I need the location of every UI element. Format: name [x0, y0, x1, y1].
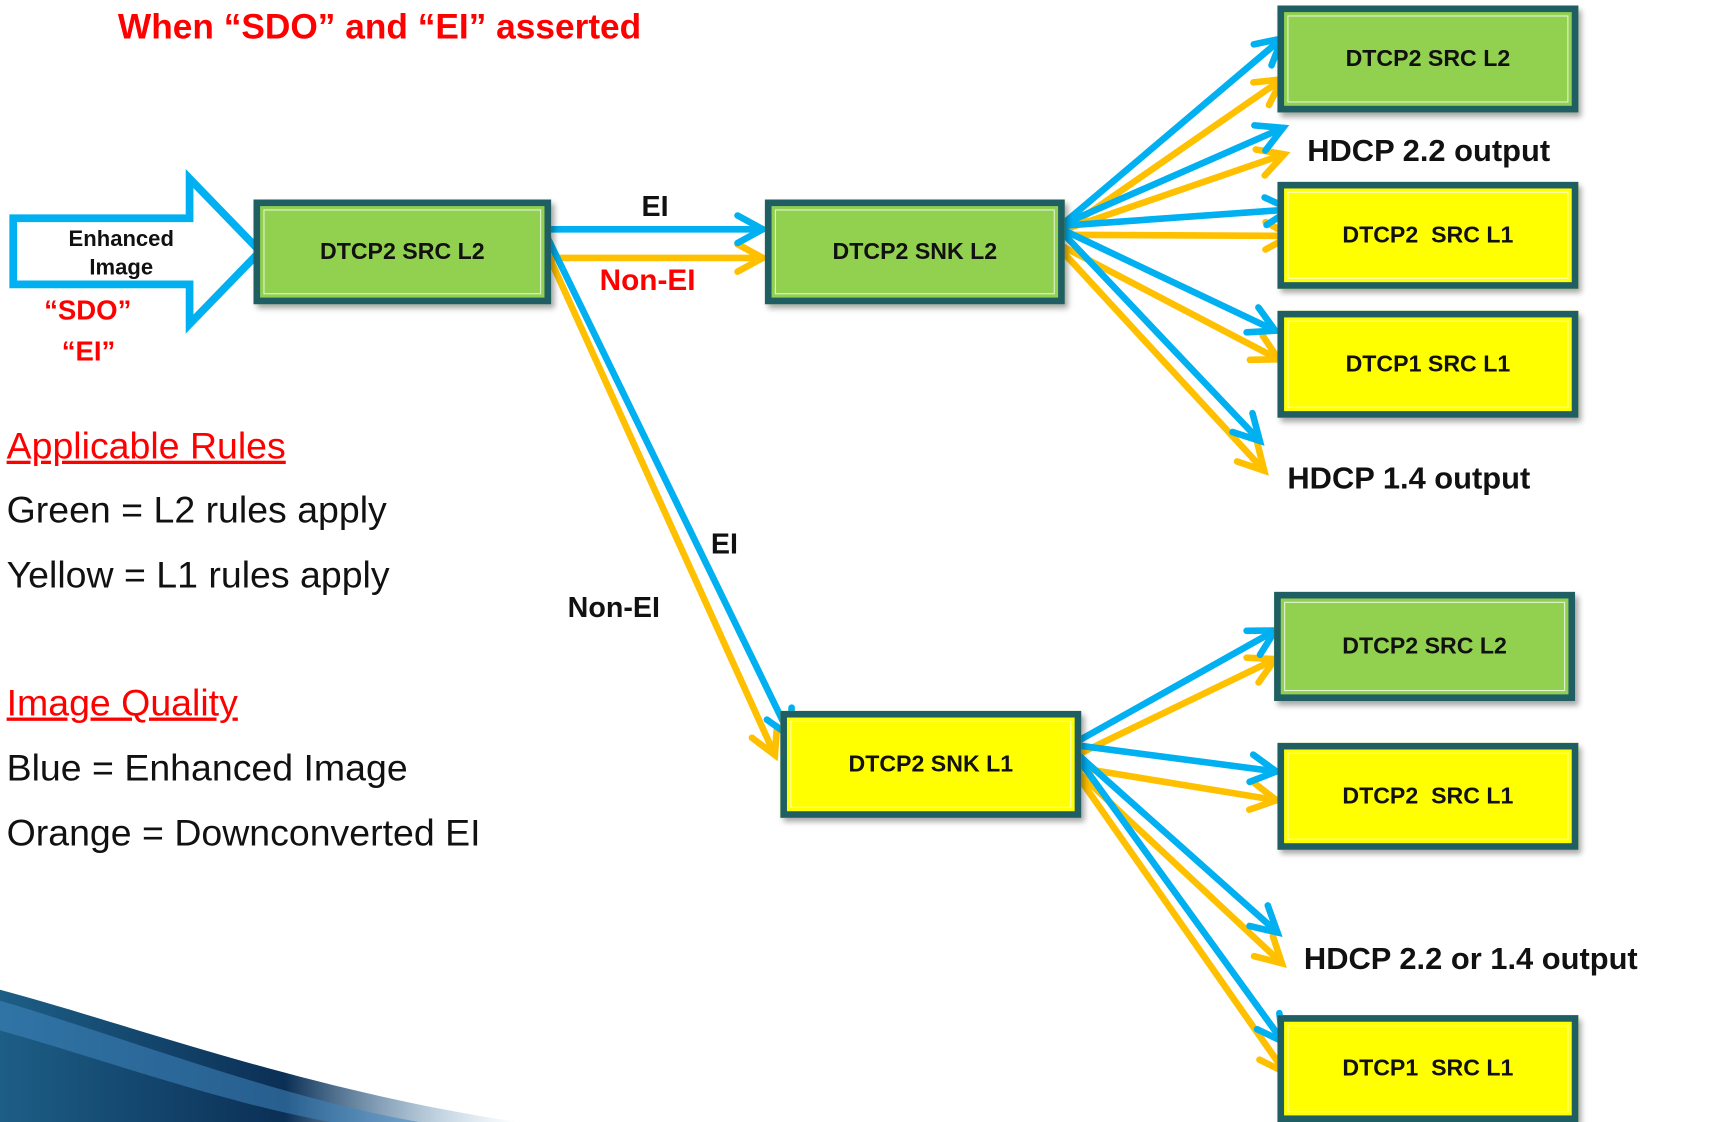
- arrow-head: [734, 240, 770, 275]
- arrow-shaft: [1055, 224, 1279, 334]
- enhanced-image-input-arrow: [9, 169, 266, 334]
- arrow-shaft: [1071, 750, 1287, 1045]
- arrow-head: [1246, 902, 1283, 938]
- box-label: DTCP1 SRC L1: [1345, 351, 1511, 377]
- box-dtcp2-snk-l1: DTCP2 SNK L1: [780, 710, 1082, 818]
- box-label: DTCP1 SRC L1: [1342, 1055, 1514, 1081]
- arrow-head: [1246, 779, 1284, 813]
- arrow-head: [1246, 751, 1284, 786]
- arrow-shaft: [1055, 124, 1287, 230]
- legend-orange: Orange = Downconverted EI: [6, 812, 481, 855]
- input-label-line1: Enhanced: [68, 227, 174, 252]
- arrow-bot-src2-l1-down: [1071, 763, 1284, 813]
- arrow-shaft: [1071, 763, 1280, 804]
- arrow-head: [1250, 932, 1287, 969]
- box-label: DTCP2 SNK L2: [832, 238, 998, 264]
- box-label: DTCP2 SNK L1: [848, 751, 1014, 777]
- input-label-line2: Image: [89, 255, 154, 280]
- legend-quality-heading: Image Quality: [6, 682, 238, 725]
- arrow-bot-src1-l1-down: [1071, 768, 1290, 1079]
- edge-label-nonei-diag: Non-EI: [567, 590, 660, 624]
- arrow-shaft: [1055, 35, 1286, 231]
- box-label: DTCP2 SRC L1: [1342, 222, 1514, 248]
- box-dtcp2-snk-l2: DTCP2 SNK L2: [764, 199, 1065, 305]
- arrow-snk-l1-nonei: [542, 245, 781, 762]
- box-bottom-dtcp2-src-l1: DTCP2 SRC L1: [1277, 742, 1579, 850]
- arrow-hdcp14-ei: [1055, 225, 1265, 446]
- arrow-snk-l2-ei: [542, 212, 770, 247]
- edge-label-nonei-top: Non-EI: [599, 263, 696, 297]
- arrow-shaft: [542, 245, 779, 759]
- output-label-hdcp14: HDCP 1.4 output: [1287, 460, 1531, 495]
- box-bottom-dtcp1-src-l1: DTCP1 SRC L1: [1277, 1015, 1579, 1122]
- arrow-head: [734, 212, 770, 247]
- box-top-dtcp2-src-l1: DTCP2 SRC L1: [1277, 181, 1579, 289]
- legend-green: Green = L2 rules apply: [6, 489, 387, 532]
- arrow-shaft: [1071, 748, 1281, 936]
- diagram-title: When “SDO” and “EI” asserted: [117, 6, 642, 47]
- output-label-hdcp22-or-14: HDCP 2.2 or 1.4 output: [1303, 941, 1638, 976]
- legend-rules-heading: Applicable Rules: [6, 425, 286, 468]
- arrow-snk-l1-ei: [542, 230, 795, 743]
- box-label: DTCP2 SRC L1: [1342, 783, 1514, 809]
- arrow-shaft: [1071, 768, 1289, 1076]
- arrow-hdcp-out-ei: [1071, 748, 1283, 938]
- arrow-head: [1229, 409, 1265, 446]
- edge-label-ei-diag: EI: [710, 526, 739, 560]
- arrow-top-src1-l1-ei: [1055, 224, 1282, 336]
- arrow-head: [1251, 122, 1290, 154]
- box-label: DTCP2 SRC L2: [319, 238, 485, 264]
- box-dtcp2-src-l2-input: DTCP2 SRC L2: [253, 199, 552, 305]
- arrow-snk-l2-nonei: [542, 240, 770, 275]
- arrow-shaft: [1055, 206, 1294, 230]
- arrow-shaft: [1055, 244, 1268, 474]
- arrow-hdcp22-ei: [1055, 122, 1290, 230]
- sdo-flag: “SDO”: [44, 295, 132, 327]
- arrow-shaft: [542, 230, 794, 740]
- arrow-shaft: [1071, 655, 1279, 760]
- arrow-bot-src-l2-ei: [1071, 627, 1282, 747]
- box-top-dtcp1-src-l1: DTCP1 SRC L1: [1277, 310, 1579, 418]
- legend-blue: Blue = Enhanced Image: [6, 747, 408, 790]
- ei-flag: “EI”: [61, 336, 116, 368]
- box-label: DTCP2 SRC L2: [1342, 633, 1507, 659]
- input-label: Enhanced Image: [44, 225, 198, 282]
- edge-label-ei-top: EI: [641, 189, 669, 223]
- arrow-shaft: [1055, 231, 1294, 240]
- arrow-head: [1233, 439, 1269, 476]
- output-label-hdcp22: HDCP 2.2 output: [1307, 133, 1551, 168]
- arrow-head: [748, 723, 781, 762]
- legend-yellow: Yellow = L1 rules apply: [6, 554, 390, 597]
- arrow-shaft: [1071, 741, 1280, 775]
- arrow-shaft: [1055, 225, 1264, 445]
- decorative-swoosh: [0, 989, 518, 1122]
- arrow-head: [1243, 304, 1282, 336]
- arrow-bot-src2-l1-ei: [1071, 741, 1284, 786]
- arrow-hdcp14-down: [1055, 244, 1269, 476]
- arrow-top-src-l2-ei: [1055, 34, 1288, 231]
- arrow-shaft: [1071, 627, 1279, 747]
- box-label: DTCP2 SRC L2: [1345, 45, 1511, 72]
- arrow-bot-src-l2-down: [1071, 654, 1282, 760]
- box-bottom-dtcp2-src-l2: DTCP2 SRC L2: [1274, 591, 1576, 701]
- box-top-dtcp2-src-l2: DTCP2 SRC L2: [1277, 5, 1579, 113]
- arrow-shaft: [1055, 151, 1288, 235]
